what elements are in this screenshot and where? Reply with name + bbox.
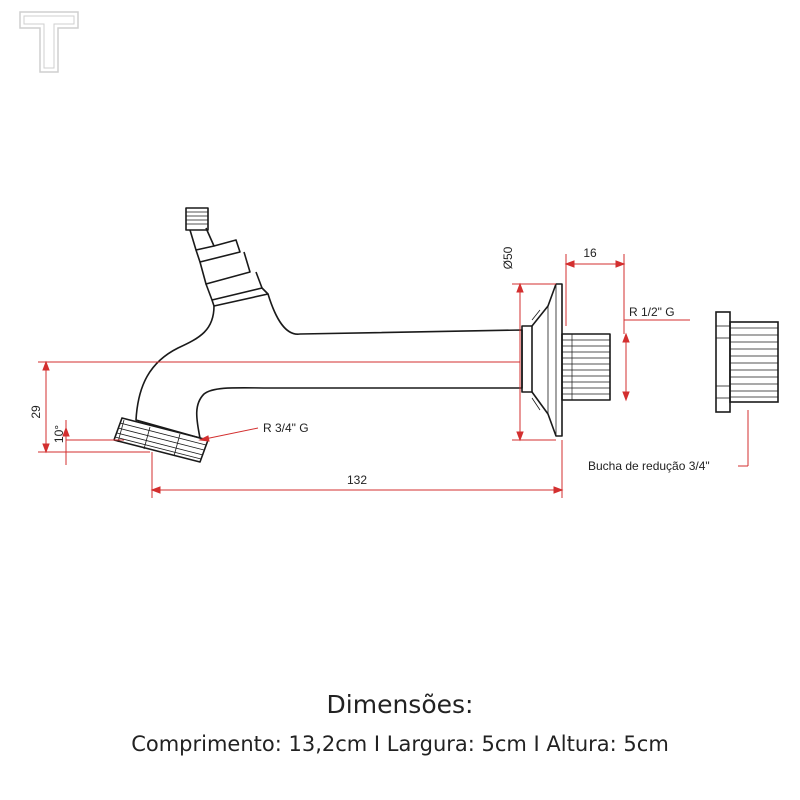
spout-outline	[135, 293, 523, 439]
outlet-thread	[113, 417, 209, 463]
angle-dimension-label: 10°	[52, 425, 66, 443]
inlet-thread	[561, 333, 611, 401]
reducer-bushing	[715, 311, 779, 413]
outlet-thread-label: R 3/4" G	[263, 421, 309, 435]
t-logo-icon	[19, 11, 79, 73]
thread-length-dimension-label: 16	[583, 246, 597, 260]
valve-stem	[185, 207, 269, 307]
wall-flange	[521, 283, 563, 437]
inlet-thread-label: R 1/2" G	[629, 305, 675, 319]
diameter-dimension-label: Ø50	[501, 246, 515, 269]
height-dimension-label: 29	[29, 405, 43, 419]
caption-title: Dimensões:	[326, 690, 474, 719]
length-dimension-label: 132	[347, 473, 367, 487]
faucet-body	[113, 207, 611, 463]
caption-specs: Comprimento: 13,2cm I Largura: 5cm I Alt…	[131, 732, 669, 756]
dimension-lines	[38, 254, 749, 498]
bushing-label: Bucha de redução 3/4"	[588, 459, 710, 473]
